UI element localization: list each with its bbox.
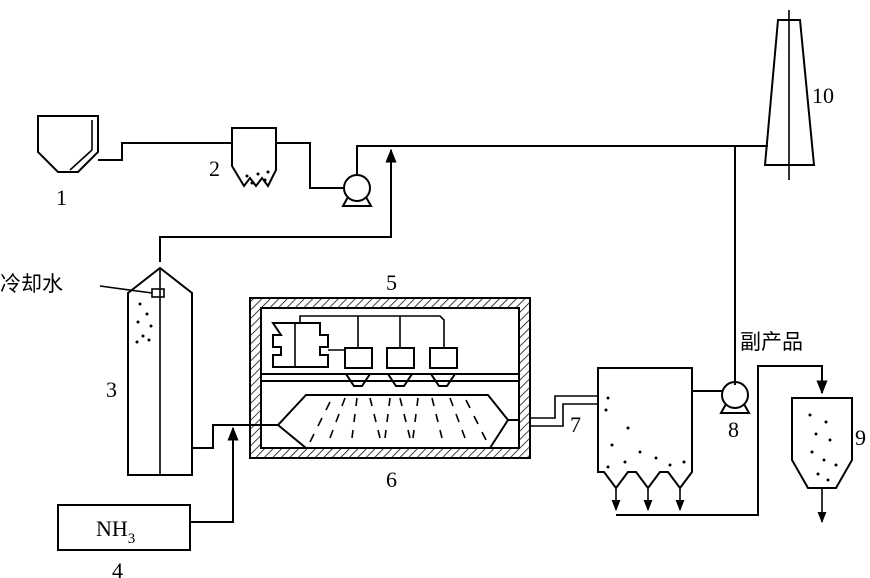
hopper-2 xyxy=(231,127,277,188)
label-nh3: NH3 xyxy=(96,516,135,547)
label-2: 2 xyxy=(209,156,220,181)
label-6: 6 xyxy=(386,467,397,492)
pipe-2-to-fan xyxy=(276,142,343,189)
pipe-cooler-to-reactor xyxy=(192,424,262,449)
fan-icon xyxy=(341,174,373,207)
reactor-5-6 xyxy=(249,297,531,459)
label-9: 9 xyxy=(855,425,866,450)
pipe-cooler-to-header xyxy=(159,148,397,262)
nh3-tank-4 xyxy=(57,504,191,551)
label-byproduct: 副产品 xyxy=(740,330,803,354)
cooling-tower-3 xyxy=(99,266,193,476)
pipe-nh3-to-line xyxy=(190,426,239,523)
product-silo-9 xyxy=(791,397,853,489)
pipe-fan-to-header xyxy=(356,145,768,175)
chimney-10 xyxy=(763,10,816,180)
pipe-byproduct xyxy=(616,365,828,516)
label-10: 10 xyxy=(812,83,834,108)
label-5: 5 xyxy=(386,270,397,295)
fan-8-icon xyxy=(719,381,751,414)
precipitator xyxy=(597,367,693,490)
label-4: 4 xyxy=(112,558,123,578)
pipe-1-to-2 xyxy=(98,142,232,161)
nh3-subscript: 3 xyxy=(128,531,136,547)
label-7: 7 xyxy=(570,412,581,437)
feed-hopper-1 xyxy=(37,115,99,173)
label-cooling-water: 冷却水 xyxy=(0,272,63,296)
label-1: 1 xyxy=(56,185,67,210)
label-8: 8 xyxy=(728,417,739,442)
nh3-main: NH xyxy=(96,516,128,541)
pipe-7 xyxy=(530,395,598,427)
label-3: 3 xyxy=(106,377,117,402)
